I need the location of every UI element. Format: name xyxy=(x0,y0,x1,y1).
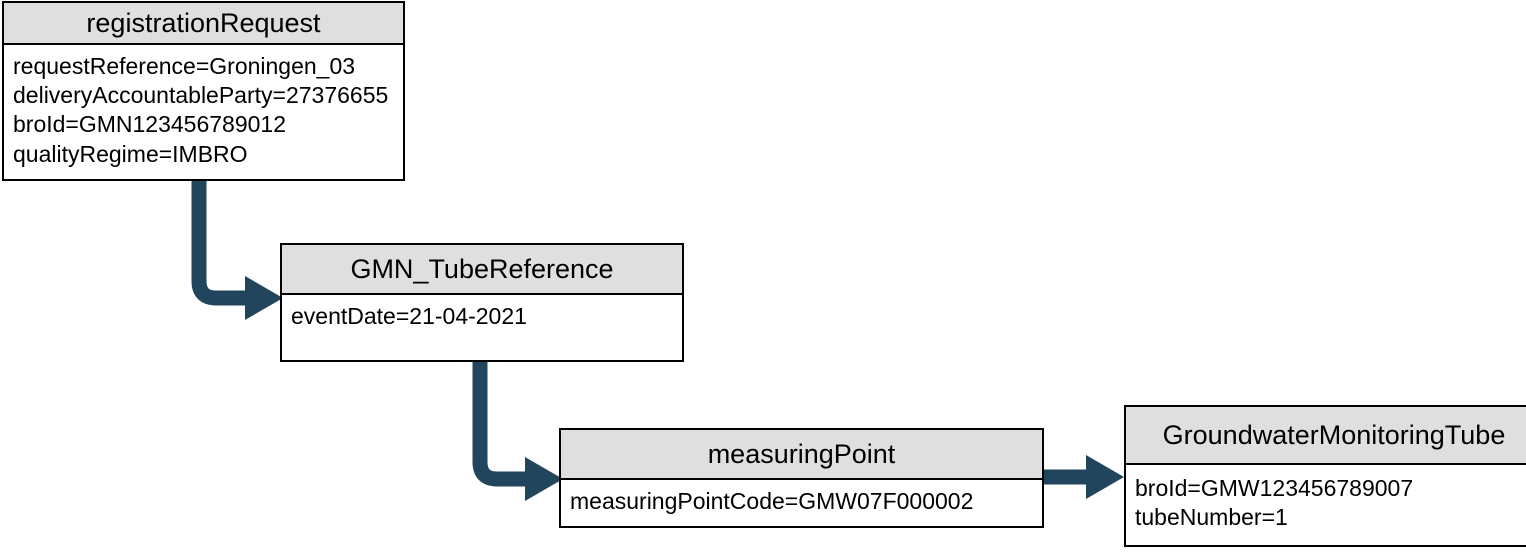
attribute-quality-regime: qualityRegime=IMBRO xyxy=(13,140,248,167)
object-node-gmn-tube-reference[interactable]: GMN_TubeReference eventDate=21-04-2021 xyxy=(280,243,684,362)
arrowhead-icon xyxy=(1086,455,1124,499)
edge-measuringpoint-to-groundwatertube xyxy=(1044,455,1124,499)
attribute-event-date: eventDate=21-04-2021 xyxy=(291,303,527,329)
arrowhead-icon xyxy=(525,457,563,501)
attribute-tube-number: tubeNumber=1 xyxy=(1135,504,1288,531)
object-node-registration-request[interactable]: registrationRequest requestReference=Gro… xyxy=(2,1,405,181)
edge-line xyxy=(472,362,529,487)
object-node-attributes: eventDate=21-04-2021 xyxy=(282,295,682,360)
object-node-title: GMN_TubeReference xyxy=(282,245,682,295)
attribute-delivery-accountable-party: deliveryAccountableParty=27376655 xyxy=(13,82,389,109)
object-node-groundwater-monitoring-tube[interactable]: GroundwaterMonitoringTube broId=GMW12345… xyxy=(1124,405,1526,547)
edge-tubereference-to-measuringpoint xyxy=(472,362,563,501)
attribute-bro-id: broId=GMN123456789012 xyxy=(13,111,287,138)
edge-line xyxy=(191,181,249,306)
object-node-title: GroundwaterMonitoringTube xyxy=(1126,407,1526,465)
attribute-measuring-point-code: measuringPointCode=GMW07F000002 xyxy=(570,488,974,514)
object-node-measuring-point[interactable]: measuringPoint measuringPointCode=GMW07F… xyxy=(559,428,1044,528)
edge-registration-to-tubereference xyxy=(191,181,283,320)
arrowhead-icon xyxy=(245,276,283,320)
attribute-request-reference: requestReference=Groningen_03 xyxy=(13,53,356,79)
object-node-title: registrationRequest xyxy=(4,3,403,45)
object-node-attributes: measuringPointCode=GMW07F000002 xyxy=(561,480,1042,526)
object-node-attributes: broId=GMW123456789007 tubeNumber=1 xyxy=(1126,465,1526,545)
object-node-attributes: requestReference=Groningen_03 deliveryAc… xyxy=(4,45,403,179)
object-node-title: measuringPoint xyxy=(561,430,1042,480)
attribute-bro-id: broId=GMW123456789007 xyxy=(1135,475,1414,501)
